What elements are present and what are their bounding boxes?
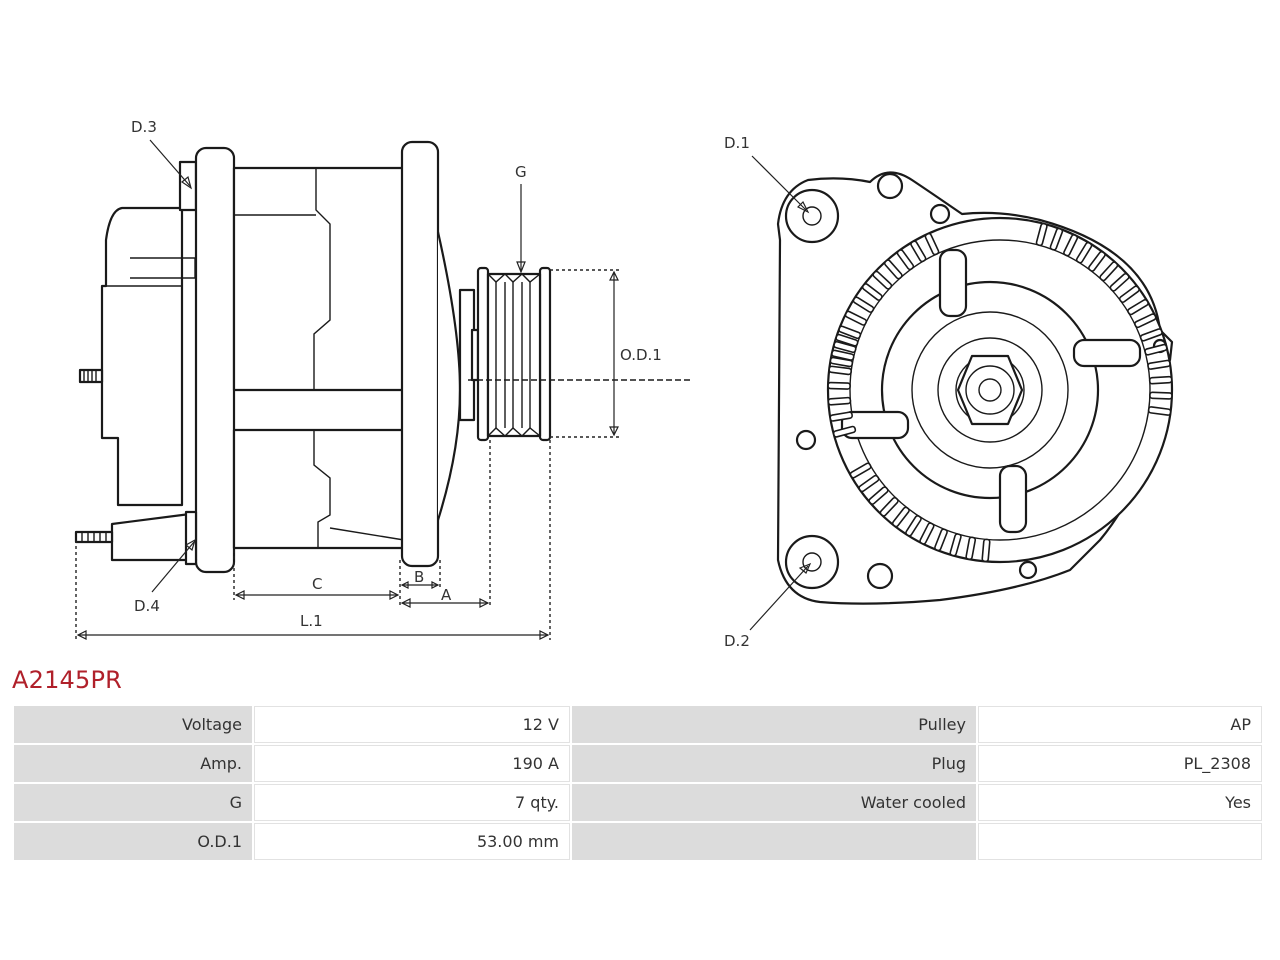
spec-value [978, 823, 1262, 860]
vent-slot [1148, 375, 1173, 385]
spec-label: Pulley [572, 706, 976, 743]
vent-slot [1149, 391, 1173, 400]
alternator-technical-drawing: D.3 D.4 G O.D.1 C B A L.1 D.1 D.2 [74, 118, 1174, 650]
vent-slot [835, 333, 859, 347]
spec-value: PL_2308 [978, 745, 1262, 782]
vent-slot [828, 365, 852, 376]
spec-value: 7 qty. [254, 784, 570, 821]
vent-slot [905, 515, 922, 537]
vent-slot [829, 411, 853, 422]
vent-slot [831, 349, 855, 361]
label-d1: D.1 [724, 134, 750, 152]
vent-slot [827, 381, 851, 390]
vent-slot [879, 496, 899, 517]
label-l1: L.1 [300, 612, 323, 630]
label-g: G [515, 163, 527, 181]
spec-label: Plug [572, 745, 976, 782]
spec-label: O.D.1 [14, 823, 252, 860]
vent-slot [919, 522, 935, 545]
spec-row: O.D.1 53.00 mm [14, 823, 1262, 860]
spec-value: 53.00 mm [254, 823, 570, 860]
vent-slot [965, 536, 977, 561]
spec-value: Yes [978, 784, 1262, 821]
vent-slot [832, 425, 857, 438]
spec-label: Amp. [14, 745, 252, 782]
spec-label: Water cooled [572, 784, 976, 821]
label-d4: D.4 [134, 597, 160, 615]
spec-row: Voltage 12 V Pulley AP [14, 706, 1262, 743]
label-d2: D.2 [724, 632, 750, 650]
vent-slot [934, 528, 948, 552]
vent-slot [891, 506, 910, 528]
vent-slot [1147, 359, 1171, 370]
spec-value: 190 A [254, 745, 570, 782]
vent-slot [1035, 222, 1048, 247]
vent-slot [1109, 272, 1130, 292]
vent-slot [1088, 251, 1106, 272]
vent-slot [861, 283, 883, 301]
vent-slot [827, 396, 852, 406]
spec-row: G 7 qty. Water cooled Yes [14, 784, 1262, 821]
vent-slot [1134, 313, 1157, 329]
vent-slot [868, 486, 889, 505]
label-c: C [312, 575, 322, 593]
label-od1: O.D.1 [620, 346, 662, 364]
vent-slot [829, 356, 854, 368]
part-number-title: A2145PR [12, 666, 123, 694]
vent-slot [910, 240, 927, 263]
vent-slot [896, 249, 915, 271]
vent-slot [838, 325, 862, 340]
vent-slot [1147, 406, 1172, 416]
vent-slot [849, 462, 872, 479]
vent-slot [1063, 234, 1079, 257]
alternator-side-view [74, 140, 690, 574]
vent-slot [1127, 298, 1149, 316]
vent-slot [883, 259, 903, 280]
side-view-dimensions [75, 139, 620, 640]
spec-label: G [14, 784, 252, 821]
spec-row: Amp. 190 A Plug PL_2308 [14, 745, 1262, 782]
spec-label [572, 823, 976, 860]
vent-slot [1144, 343, 1168, 356]
vent-slot [844, 310, 868, 326]
vent-slot [852, 296, 875, 313]
vent-slot [872, 270, 893, 290]
cooling-vent-slots [827, 222, 1173, 563]
vent-slot [1099, 261, 1119, 282]
spec-label: Voltage [14, 706, 252, 743]
vent-slot [1139, 328, 1163, 342]
vent-slot [924, 232, 940, 256]
label-a: A [441, 586, 452, 604]
alternator-front-view [749, 155, 1174, 631]
vent-slot [833, 340, 857, 354]
specification-table: Voltage 12 V Pulley AP Amp. 190 A Plug P… [12, 704, 1264, 862]
label-b: B [414, 568, 424, 586]
vent-slot [1075, 241, 1093, 264]
label-d3: D.3 [131, 118, 157, 136]
vent-slot [858, 474, 880, 493]
spec-value: AP [978, 706, 1262, 743]
vent-slot [949, 533, 962, 557]
dimension-labels: D.3 D.4 G O.D.1 C B A L.1 D.1 D.2 [131, 118, 750, 650]
spec-value: 12 V [254, 706, 570, 743]
vent-slot [981, 538, 991, 563]
vent-slot [1049, 227, 1064, 251]
vent-slot [1118, 285, 1140, 303]
